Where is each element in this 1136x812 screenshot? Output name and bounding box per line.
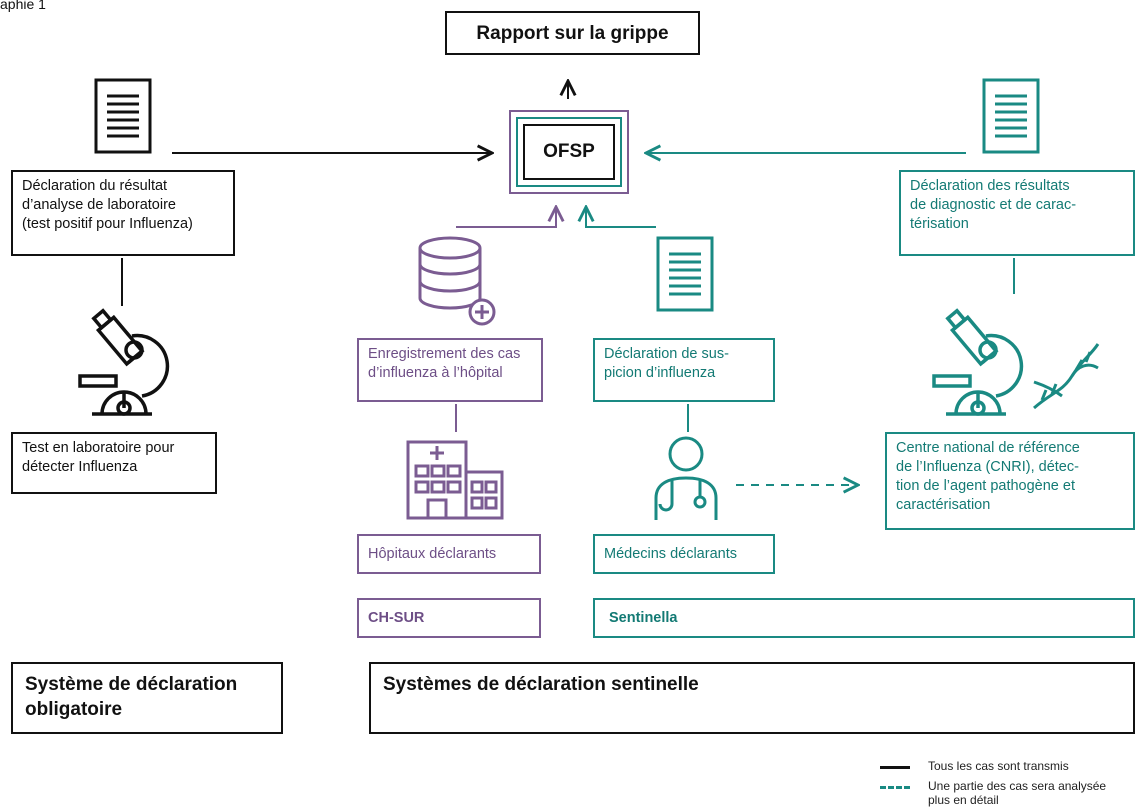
legend-dashed-line	[880, 786, 910, 789]
legend-dashed-label: Une partie des cas sera analysée plus en…	[928, 779, 1107, 807]
suspicion-report-box: Déclaration de sus- picion d’influenza	[593, 338, 775, 402]
hospitals-box: Hôpitaux déclarants	[357, 534, 541, 574]
doctors-box: Médecins déclarants	[593, 534, 775, 574]
sentinella-box: Sentinella	[593, 598, 1135, 638]
lab-test-box: Test en laboratoire pour détecter Influe…	[11, 432, 217, 494]
hospital-icon	[406, 440, 504, 520]
mandatory-system-box: Système de déclaration obligatoire	[11, 662, 283, 734]
sentinel-systems-box: Systèmes de déclaration sentinelle	[369, 662, 1135, 734]
report-title-box: Rapport sur la grippe	[445, 11, 700, 55]
ofsp-outer-frame	[509, 110, 629, 194]
figure-label: aphie 1	[0, 0, 46, 12]
doctor-icon	[654, 436, 718, 520]
database-icon	[418, 236, 496, 326]
page-title: Rapport sur la grippe	[476, 23, 669, 44]
ofsp-middle-frame	[516, 117, 622, 187]
document-icon	[656, 236, 714, 312]
lab-report-box: Déclaration du résultat d’analyse de lab…	[11, 170, 235, 256]
microscope-icon	[932, 308, 1024, 416]
hospital-register-box: Enregistrement des cas d’influenza à l’h…	[357, 338, 543, 402]
legend-solid-label: Tous les cas sont transmis	[928, 759, 1069, 773]
ofsp-box: OFSP	[523, 124, 615, 180]
arrow-doctors-to-ofsp	[586, 207, 656, 228]
arrow-hospital-to-ofsp	[456, 207, 556, 228]
dna-icon	[1033, 343, 1100, 410]
diagnostic-report-box: Déclaration des résultats de diagnostic …	[899, 170, 1135, 256]
document-icon	[982, 78, 1040, 154]
document-icon	[94, 78, 152, 154]
microscope-icon	[78, 308, 170, 416]
ch-sur-box: CH-SUR	[357, 598, 541, 638]
ofsp-label: OFSP	[543, 141, 595, 162]
cnri-box: Centre national de référence de l’Influe…	[885, 432, 1135, 530]
legend-solid-line	[880, 766, 910, 769]
